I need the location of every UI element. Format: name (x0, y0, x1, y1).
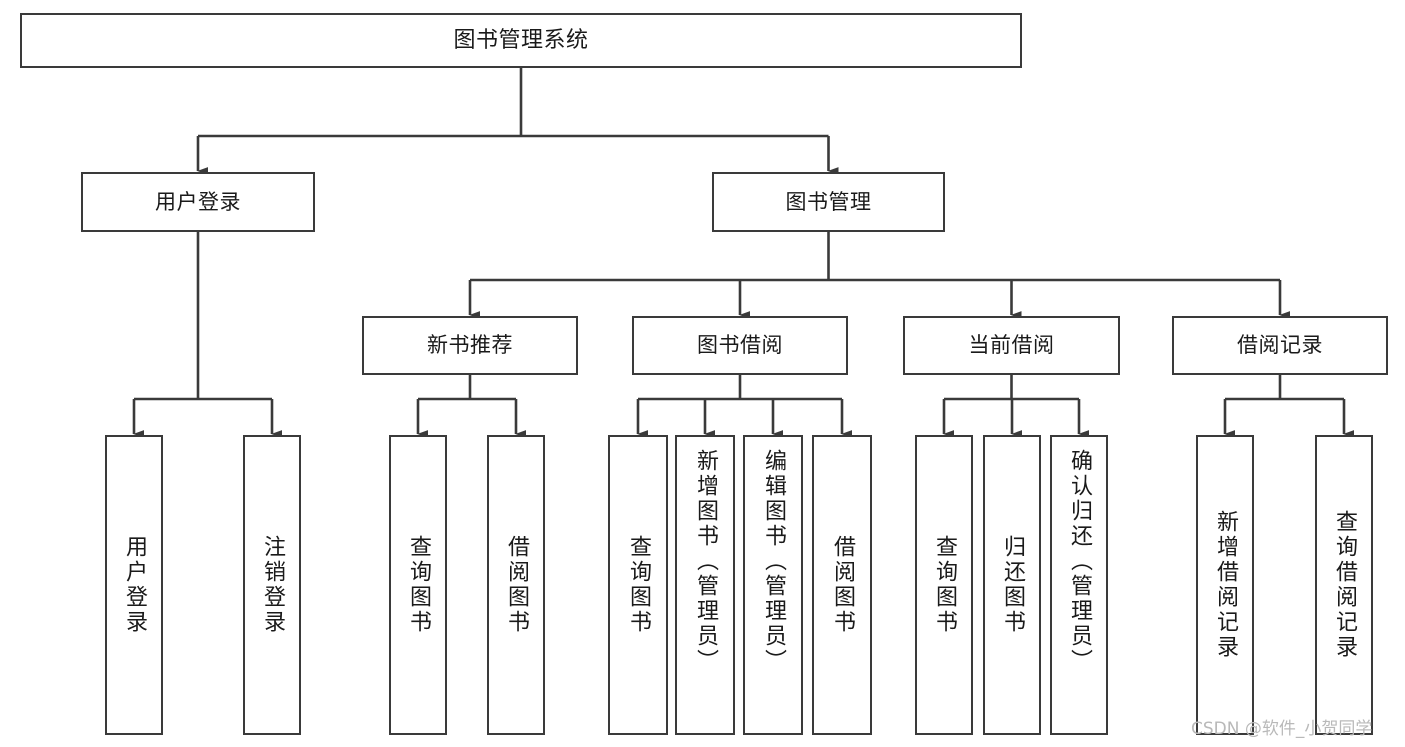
node-leaf-return-book[interactable]: 归还图书 (983, 435, 1041, 735)
node-label: 查询图书 (406, 535, 431, 635)
node-leaf-confirm-return[interactable]: 确认归还（管理员） (1050, 435, 1108, 735)
node-leaf-add-record[interactable]: 新增借阅记录 (1196, 435, 1254, 735)
node-label: 注销登录 (260, 535, 285, 635)
node-label: 用户登录 (155, 189, 241, 214)
node-leaf-query-book-3[interactable]: 查询图书 (915, 435, 973, 735)
node-leaf-borrow-book-2[interactable]: 借阅图书 (812, 435, 872, 735)
node-leaf-borrow-book-1[interactable]: 借阅图书 (487, 435, 545, 735)
node-current-borrow[interactable]: 当前借阅 (903, 316, 1120, 375)
node-book-manage[interactable]: 图书管理 (712, 172, 945, 232)
node-label: 新增借阅记录 (1213, 510, 1238, 660)
node-leaf-query-book-1[interactable]: 查询图书 (389, 435, 447, 735)
node-label: 用户登录 (122, 535, 147, 635)
node-borrow-record[interactable]: 借阅记录 (1172, 316, 1388, 375)
csdn-watermark: CSDN @软件_小贺同学 (1191, 719, 1373, 739)
node-leaf-query-record[interactable]: 查询借阅记录 (1315, 435, 1373, 735)
node-leaf-user-login[interactable]: 用户登录 (105, 435, 163, 735)
node-label: 编辑图书（管理员） (761, 449, 786, 674)
node-new-book-rec[interactable]: 新书推荐 (362, 316, 578, 375)
node-label: 新增图书（管理员） (693, 449, 718, 674)
node-label: 确认归还（管理员） (1067, 449, 1092, 674)
node-label: 借阅图书 (830, 535, 855, 635)
node-leaf-add-book[interactable]: 新增图书（管理员） (675, 435, 735, 735)
node-leaf-edit-book[interactable]: 编辑图书（管理员） (743, 435, 803, 735)
node-label: 图书借阅 (697, 333, 783, 358)
node-label: 查询借阅记录 (1332, 510, 1357, 660)
node-label: 图书管理 (785, 189, 872, 214)
node-leaf-user-logout[interactable]: 注销登录 (243, 435, 301, 735)
node-label: 借阅记录 (1237, 333, 1323, 358)
node-label: 借阅图书 (504, 535, 529, 635)
node-label: 图书管理系统 (453, 27, 589, 53)
node-label: 归还图书 (1000, 535, 1025, 635)
node-book-borrow[interactable]: 图书借阅 (632, 316, 848, 375)
node-leaf-query-book-2[interactable]: 查询图书 (608, 435, 668, 735)
node-user-login[interactable]: 用户登录 (81, 172, 315, 232)
node-label: 查询图书 (626, 535, 651, 635)
node-root[interactable]: 图书管理系统 (20, 13, 1022, 68)
node-label: 新书推荐 (427, 333, 513, 358)
node-label: 查询图书 (932, 535, 957, 635)
node-label: 当前借阅 (968, 333, 1055, 358)
